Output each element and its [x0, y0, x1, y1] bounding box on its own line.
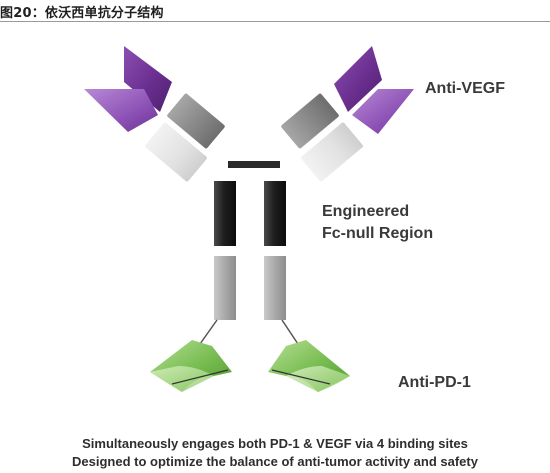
figure-title: 图20：依沃西单抗分子结构: [0, 6, 164, 21]
left-arm: [84, 46, 225, 182]
fc-region-label-line2: Fc-null Region: [322, 225, 434, 242]
left-vegf-binding-domain-upper: [124, 46, 172, 112]
right-arm: [281, 46, 414, 182]
fc-upper-left-domain: [214, 181, 236, 246]
right-pd1-binding-domain: [268, 340, 350, 392]
fc-lower-right-domain: [264, 256, 286, 320]
hinge-bar: [228, 161, 280, 168]
right-heavy-chain-constant: [281, 93, 339, 149]
anti-pd1-label: Anti-PD-1: [398, 374, 471, 391]
right-vegf-binding-domain-upper: [334, 46, 382, 112]
fc-region-label-line1: Engineered: [322, 203, 410, 220]
title-divider: [0, 21, 550, 22]
left-heavy-chain-constant: [167, 93, 225, 149]
caption-line-1: Simultaneously engages both PD-1 & VEGF …: [82, 436, 468, 451]
right-vegf-binding-domain-lower: [352, 89, 414, 134]
right-linker: [281, 319, 299, 345]
left-linker: [199, 319, 218, 345]
right-light-chain-constant: [301, 122, 363, 182]
left-light-chain-constant: [145, 122, 207, 182]
left-pd1-binding-domain: [150, 340, 232, 392]
fc-lower-left-domain: [214, 256, 236, 320]
left-vegf-binding-domain-lower: [84, 89, 158, 132]
caption-line-2: Designed to optimize the balance of anti…: [72, 454, 478, 469]
anti-vegf-label: Anti-VEGF: [425, 80, 505, 97]
fc-upper-right-domain: [264, 181, 286, 246]
